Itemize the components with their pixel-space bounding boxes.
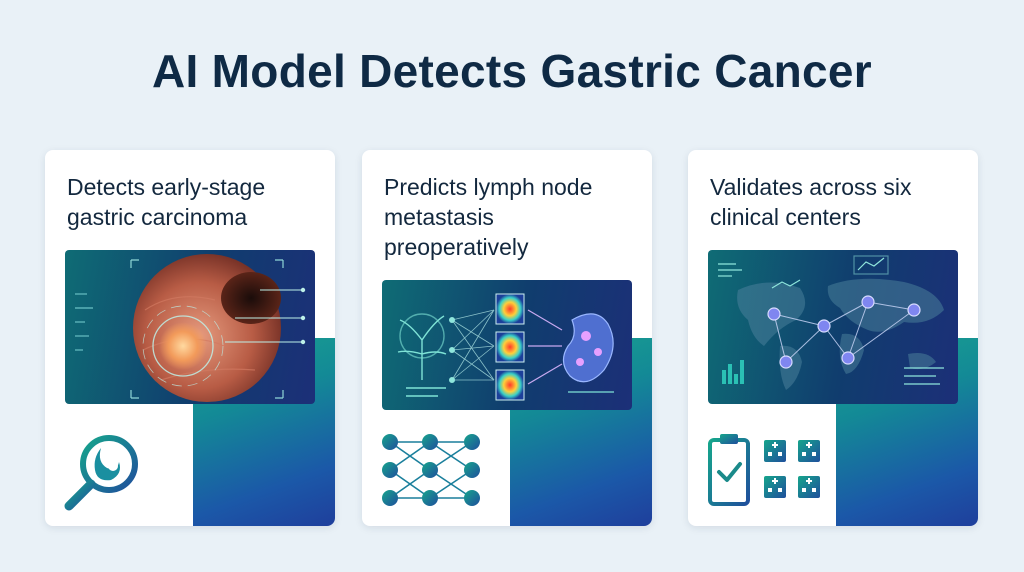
world-map-network xyxy=(718,255,944,390)
endoscopy-image xyxy=(75,254,306,402)
card-heading: Predicts lymph node metastasis preoperat… xyxy=(384,174,593,260)
clipboard-hospitals-icon xyxy=(706,432,836,512)
card-lymph-node: Predicts lymph node metastasis preoperat… xyxy=(362,150,652,526)
card-heading: Validates across six clinical centers xyxy=(710,174,912,230)
network-heatmap-panel xyxy=(382,280,632,410)
card-early-detection: Detects early-stage gastric carcinoma xyxy=(45,150,335,526)
neural-network-icon xyxy=(380,430,490,510)
card-heading: Detects early-stage gastric carcinoma xyxy=(67,174,266,230)
page-title: AI Model Detects Gastric Cancer xyxy=(152,45,872,97)
card-clinical-validation: Validates across six clinical centers xyxy=(688,150,978,526)
stomach-magnifier-icon xyxy=(61,430,171,520)
world-map-panel xyxy=(708,250,958,404)
neural-network-heatmap xyxy=(397,293,614,401)
endoscopy-panel xyxy=(65,250,315,404)
